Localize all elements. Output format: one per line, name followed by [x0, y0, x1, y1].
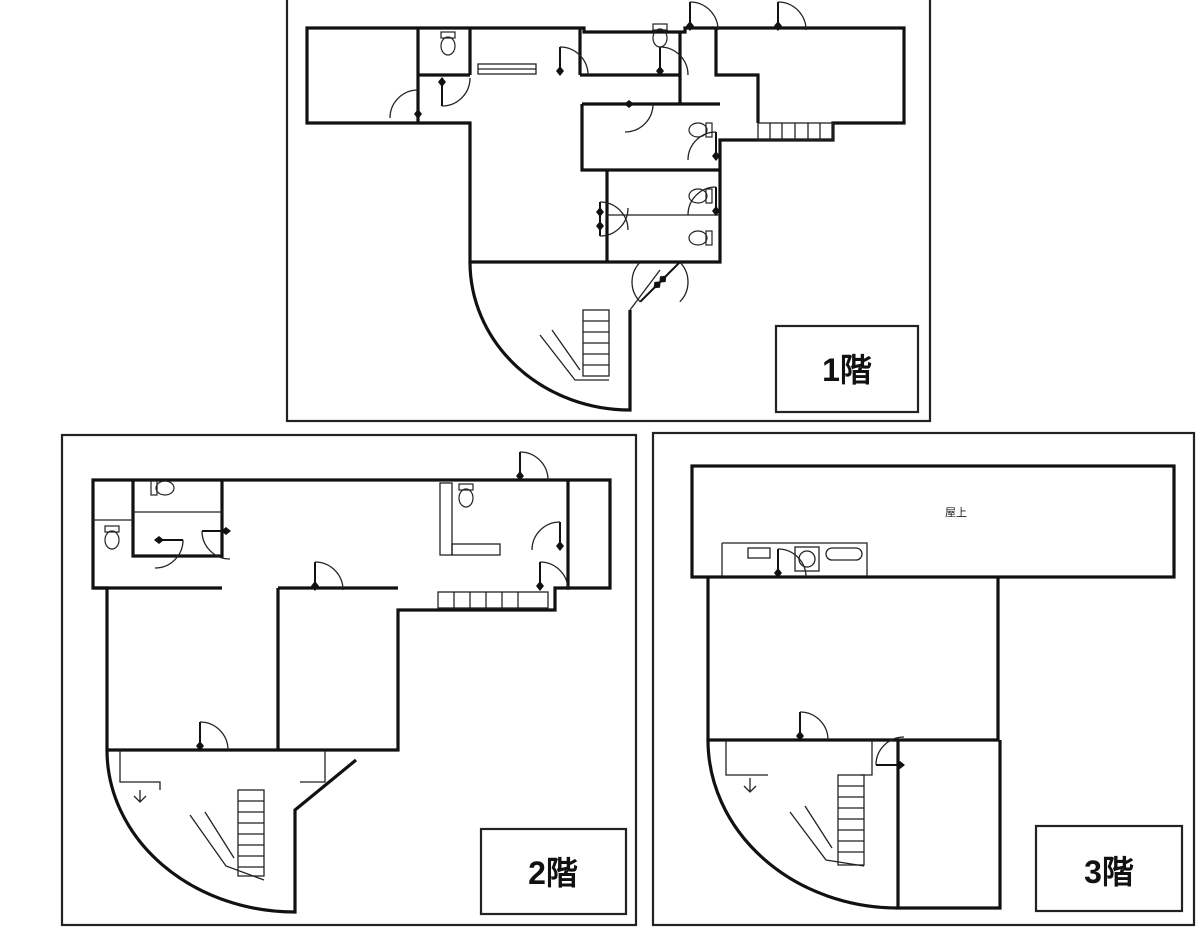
floor-3-rooftop-wall: [690, 464, 1176, 579]
floor-3-washer: [794, 546, 820, 572]
floor-3-label: 3階: [1084, 854, 1134, 890]
floor-2-counter: [451, 543, 501, 556]
floor-3-sink: [747, 547, 771, 559]
floor-2-outer-wall: [91, 478, 612, 752]
door-icon: [595, 201, 629, 232]
floor-3-washer-drum: [798, 550, 816, 568]
door-icon: [195, 721, 229, 752]
floor-1-curved-wall: [468, 261, 632, 412]
floor-2-frame: [60, 433, 638, 927]
floor-3-plan: 屋上 3階: [651, 431, 1196, 927]
floor-1-wall: [714, 28, 760, 123]
door-icon: [875, 736, 906, 770]
door-icon: [515, 451, 549, 482]
floor-1-wall: [580, 104, 720, 172]
door-icon: [153, 535, 184, 569]
floor-1-label: 1階: [822, 352, 872, 388]
floor-3-railing: [860, 740, 873, 776]
floor-1-staircase: [539, 309, 610, 381]
toilet-icon: [688, 122, 713, 138]
floor-2-label: 2階: [528, 855, 578, 891]
toilet-icon: [688, 230, 713, 246]
floor-3-frame: [651, 431, 1196, 927]
door-icon: [201, 526, 232, 560]
floor-3-utility-wall: [722, 542, 868, 577]
toilet-icon: [652, 23, 668, 48]
floor-1-entry-steps: [757, 122, 834, 141]
door-icon: [655, 258, 701, 304]
floor-2-plan: 2階: [60, 433, 638, 927]
floor-3-railing: [725, 740, 768, 776]
floor-3-bath: [825, 547, 863, 561]
toilet-icon: [104, 525, 120, 550]
door-icon: [555, 46, 589, 77]
toilet-icon: [440, 31, 456, 56]
floor-1-label-box: [774, 324, 920, 414]
door-icon: [619, 260, 665, 306]
door-icon: [437, 76, 471, 107]
floor-2-wall: [131, 480, 224, 558]
floor-1-plan: 1階: [285, 0, 932, 423]
floor-3-rooftop-label: 屋上: [945, 506, 967, 519]
door-icon: [389, 89, 423, 120]
floor-3-label-box: [1034, 824, 1184, 913]
toilet-icon: [150, 480, 175, 496]
door-icon: [655, 46, 689, 77]
toilet-icon: [458, 483, 474, 508]
door-icon: [531, 521, 565, 552]
door-icon: [623, 99, 654, 133]
floor-1-wall-line: [629, 269, 661, 311]
floor-2-railing: [119, 750, 161, 790]
floor-2-staircase: [133, 789, 265, 881]
door-icon: [795, 711, 829, 742]
floor-2-kitchen-counter: [437, 591, 549, 609]
floor-3-curved-wall: [706, 739, 899, 910]
floor-2-shelf: [439, 482, 453, 556]
floor-3-wall: [896, 740, 1002, 910]
floor-1-frame: [285, 0, 932, 423]
floor-2-curved-wall: [105, 749, 358, 914]
floor-3-outer-wall: [706, 577, 1000, 742]
floor-2-label-box: [479, 827, 628, 916]
floor-2-railing: [300, 750, 326, 783]
floor-3-staircase: [743, 774, 865, 867]
